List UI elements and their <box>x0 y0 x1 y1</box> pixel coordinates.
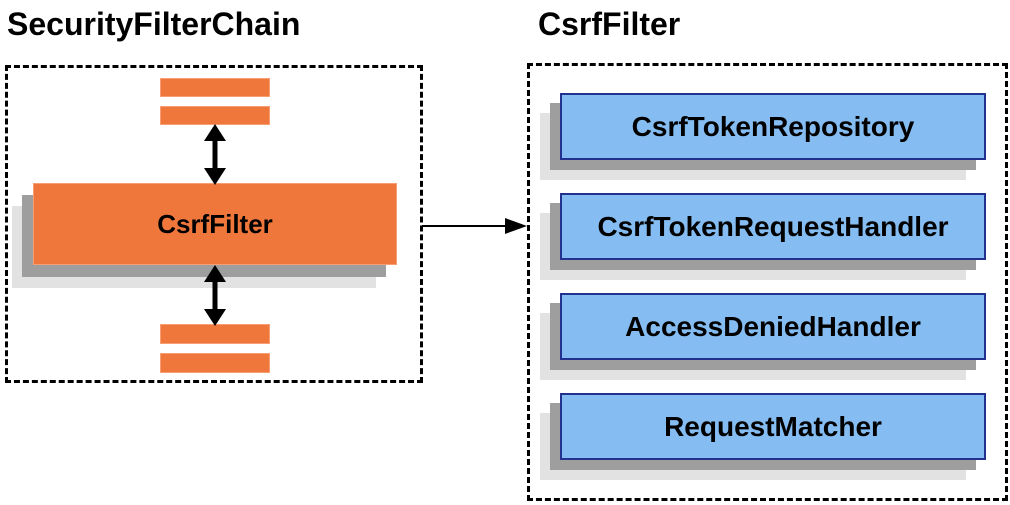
csrf-filter-node-label: CsrfFilter <box>157 208 273 239</box>
component-box: RequestMatcher <box>560 393 986 460</box>
component-label: RequestMatcher <box>664 410 882 442</box>
double-arrow-bottom-icon <box>204 265 226 326</box>
component-access-denied-handler: AccessDeniedHandler <box>540 293 986 380</box>
filter-placeholder-bar <box>160 106 270 125</box>
connector-arrow-icon <box>422 218 527 234</box>
right-panel-title: CsrfFilter <box>538 6 681 42</box>
filter-placeholder-bar <box>160 353 270 373</box>
component-label: CsrfTokenRepository <box>631 110 915 142</box>
filter-placeholder-bar <box>160 78 270 97</box>
component-label: AccessDeniedHandler <box>625 310 921 342</box>
component-request-matcher: RequestMatcher <box>540 393 986 480</box>
filter-placeholder-bar <box>160 324 270 344</box>
security-filter-chain-container <box>5 65 423 383</box>
component-box: CsrfTokenRepository <box>560 93 986 160</box>
csrf-filter-node: CsrfFilter <box>33 183 397 265</box>
component-csrf-token-request-handler: CsrfTokenRequestHandler <box>540 193 986 280</box>
component-csrf-token-repository: CsrfTokenRepository <box>540 93 986 180</box>
component-label: CsrfTokenRequestHandler <box>597 210 949 242</box>
csrf-filter-components-container <box>527 63 1008 501</box>
component-box: AccessDeniedHandler <box>560 293 986 360</box>
left-panel-title: SecurityFilterChain <box>7 6 301 42</box>
double-arrow-top-icon <box>204 124 226 185</box>
component-box: CsrfTokenRequestHandler <box>560 193 986 260</box>
